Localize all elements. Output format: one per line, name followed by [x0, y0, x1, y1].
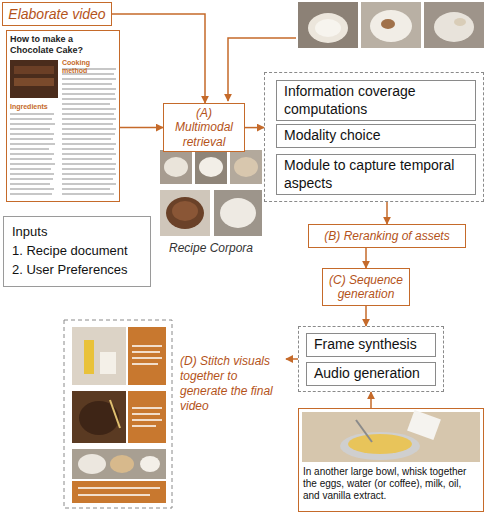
- box-label: (A) Multimodal retrieval: [168, 106, 240, 149]
- flow-arrow: [365, 248, 367, 268]
- video-frame: [72, 327, 126, 385]
- box-label: Frame synthesis: [314, 336, 417, 354]
- node-text: Cooking method: [62, 59, 116, 74]
- recipe-document-art: [14, 66, 54, 74]
- caption-photo: [356, 420, 372, 442]
- node-text: (D) Stitch visuals together to generate …: [180, 354, 280, 414]
- recipe-photo: [370, 10, 412, 42]
- corpora-photo: [199, 157, 223, 177]
- video-frame: [79, 401, 119, 435]
- caption-photo: [340, 432, 420, 460]
- recipe-document-art: [10, 60, 58, 98]
- video-frame: [64, 320, 172, 508]
- video-frame: [84, 340, 94, 374]
- inputs-box: Inputs1. Recipe document2. User Preferen…: [3, 216, 151, 287]
- corpora-photo: [220, 198, 256, 228]
- recipe-document: How to make a Chocolate Cake? Cooking met…: [6, 30, 120, 202]
- node-text: In another large bowl, whisk together th…: [303, 466, 477, 502]
- title-box: Elaborate video: [2, 2, 112, 26]
- node-text: Ingredients: [10, 103, 60, 111]
- stage-box: (A) Multimodal retrieval: [163, 103, 245, 152]
- flow-arrow: [286, 358, 298, 360]
- group-label: Recipe Corpora: [160, 241, 262, 255]
- stage-box: (C) Sequence generation: [322, 268, 410, 306]
- box-label: (C) Sequence generation: [327, 273, 405, 302]
- video-frame: [128, 327, 166, 385]
- final-video: (D) Stitch visuals together to generate …: [62, 318, 286, 510]
- recipe-photo: [315, 19, 341, 37]
- box-label: Elaborate video: [8, 6, 105, 23]
- recipe-photo: [361, 2, 421, 48]
- recipe-document-art: [10, 60, 116, 194]
- recipe-document-art: [14, 78, 54, 86]
- caption-photo: [348, 434, 412, 454]
- video-frame: [72, 481, 166, 503]
- recipe-photo: [454, 18, 466, 26]
- video-frame: [132, 408, 162, 426]
- flow-arrow: [386, 202, 388, 224]
- corpora-photo: [164, 157, 188, 177]
- box-label: Module to capture temporal aspects: [284, 157, 468, 192]
- video-frame: [110, 400, 120, 428]
- recipe-photo: [298, 2, 358, 48]
- video-frame: [72, 449, 166, 479]
- recipe-document-art: [10, 114, 55, 194]
- flow-arrow: [370, 392, 372, 408]
- box-label: Modality choice: [284, 127, 381, 145]
- corpora-photo: [160, 150, 262, 236]
- video-frame: [128, 391, 166, 443]
- module-group: Information coverage computationsModalit…: [264, 72, 484, 202]
- box-label: 2. User Preferences: [12, 261, 142, 280]
- video-frame: [78, 488, 160, 495]
- module-box: Information coverage computations: [276, 80, 476, 121]
- corpora-photo: [230, 150, 262, 184]
- flow-arrow: [112, 14, 205, 103]
- stage-box: (B) Reranking of assets: [308, 224, 466, 248]
- video-frame: [64, 320, 172, 508]
- caption-frame: In another large bowl, whisk together th…: [298, 408, 484, 512]
- box-label: Audio generation: [314, 365, 420, 383]
- corpora-photo: [160, 190, 210, 236]
- corpora-photo: [160, 150, 192, 184]
- video-frame: [78, 454, 106, 474]
- recipe-photo: [298, 2, 484, 48]
- caption-photo: [302, 410, 480, 462]
- video-frame: [140, 456, 160, 472]
- video-frame: [110, 455, 134, 473]
- flow-arrow: [365, 306, 367, 326]
- node-text: How to make a Chocolate Cake?: [10, 34, 116, 56]
- video-frame: [100, 352, 116, 374]
- module-box: Modality choice: [276, 124, 476, 148]
- corpora-photo: [234, 157, 258, 177]
- recipe-photo: [424, 2, 484, 48]
- recipe-photo: [434, 12, 474, 42]
- recipe-photo: [381, 19, 395, 29]
- corpora-photo: [166, 197, 204, 229]
- box-label: Inputs: [12, 223, 142, 242]
- recipe-document-art: [62, 69, 116, 194]
- box-label: Information coverage computations: [284, 83, 468, 118]
- corpora-photo: [172, 201, 198, 221]
- caption-photo: [302, 412, 480, 462]
- module-box: Module to capture temporal aspects: [276, 154, 476, 195]
- flow-arrow: [120, 127, 163, 129]
- corpora-photo: [195, 150, 227, 184]
- video-frame: [72, 391, 126, 443]
- recipe-photo: [308, 13, 348, 43]
- box-label: (B) Reranking of assets: [324, 229, 449, 243]
- generation-group: Frame synthesisAudio generation: [298, 326, 444, 392]
- caption-photo: [407, 410, 441, 440]
- video-frame: [132, 346, 162, 364]
- flow-arrow: [245, 127, 264, 129]
- box-label: 1. Recipe document: [12, 242, 142, 261]
- module-box: Frame synthesis: [306, 333, 436, 357]
- corpora-photo: [214, 190, 262, 236]
- module-box: Audio generation: [306, 362, 436, 386]
